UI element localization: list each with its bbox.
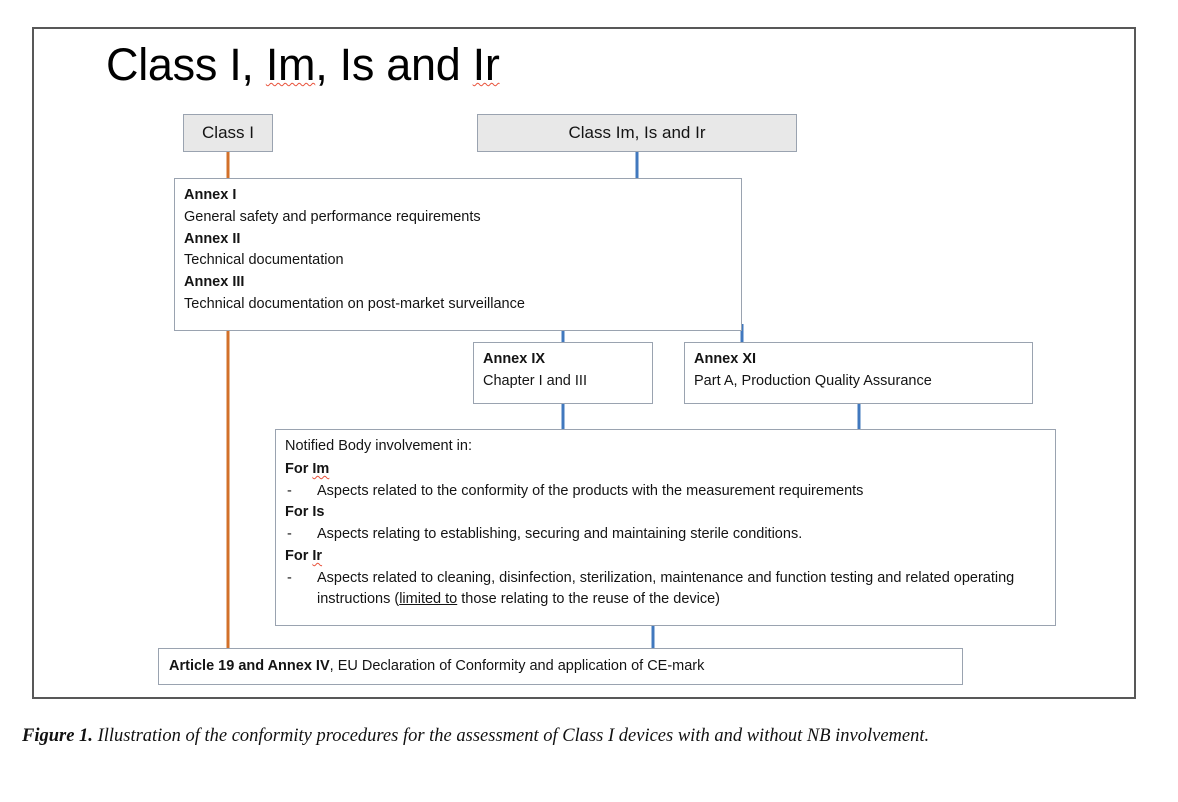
title-part-1: Class I, bbox=[106, 39, 266, 90]
nb-bullet-is-text: Aspects relating to establishing, securi… bbox=[317, 526, 803, 542]
article-19-bold: Article 19 and Annex IV bbox=[169, 658, 330, 674]
annex-ii-heading: Annex II bbox=[184, 230, 241, 247]
title-part-3: , Is and bbox=[315, 39, 473, 90]
node-notified-body-inner: Notified Body involvement in: For Im - A… bbox=[276, 430, 1055, 617]
article-19-rest: , EU Declaration of Conformity and appli… bbox=[329, 658, 705, 674]
diagram-title: Class I, Im, Is and Ir bbox=[106, 39, 500, 91]
nb-group-im-suffix: Im bbox=[312, 460, 330, 477]
annex-xi-heading: Annex XI bbox=[694, 351, 757, 367]
annex-i-text: General safety and performance requireme… bbox=[184, 208, 481, 225]
title-part-im: Im bbox=[265, 39, 316, 90]
nb-group-label-is: For Is bbox=[285, 502, 1046, 524]
nb-bullet-ir-marker: - bbox=[287, 569, 292, 586]
figure-caption: Figure 1. Illustration of the conformity… bbox=[22, 722, 1162, 751]
node-class-im-is-ir-label: Class Im, Is and Ir bbox=[568, 123, 706, 143]
node-annex-xi[interactable]: Annex XI Part A, Production Quality Assu… bbox=[684, 342, 1033, 404]
connector-canvas bbox=[226, 152, 861, 649]
figure-caption-label: Figure 1. bbox=[22, 726, 93, 746]
nb-bullet-ir: - Aspects related to cleaning, disinfect… bbox=[285, 568, 1046, 612]
nb-heading: Notified Body involvement in: bbox=[285, 438, 472, 454]
nb-bullet-im-text: Aspects related to the conformity of the… bbox=[317, 482, 864, 499]
nb-group-is-suffix: Is bbox=[312, 504, 325, 521]
annex-i-heading: Annex I bbox=[184, 187, 237, 203]
figure-frame: Class I, Im, Is and Ir Class I Class Im,… bbox=[32, 27, 1136, 699]
node-notified-body[interactable]: Notified Body involvement in: For Im - A… bbox=[275, 429, 1056, 626]
nb-group-ir-suffix: Ir bbox=[312, 547, 323, 564]
node-class-i[interactable]: Class I bbox=[183, 114, 273, 152]
annex-ix-heading: Annex IX bbox=[483, 351, 546, 367]
nb-group-is-prefix: For bbox=[285, 504, 313, 521]
node-class-im-is-ir-inner: Class Im, Is and Ir bbox=[478, 115, 796, 151]
node-article-19[interactable]: Article 19 and Annex IV, EU Declaration … bbox=[158, 648, 963, 685]
annex-iii-text: Technical documentation on post-market s… bbox=[184, 295, 525, 312]
node-annex-ix-inner: Annex IX Chapter I and III bbox=[474, 343, 652, 399]
node-class-i-inner: Class I bbox=[184, 115, 272, 151]
nb-bullet-im-marker: - bbox=[287, 482, 292, 499]
annex-iii-heading: Annex III bbox=[184, 274, 245, 290]
node-article-19-inner: Article 19 and Annex IV, EU Declaration … bbox=[159, 649, 962, 685]
node-class-i-label: Class I bbox=[202, 123, 254, 143]
nb-bullet-ir-text: Aspects related to cleaning, disinfectio… bbox=[317, 568, 1046, 612]
nb-bullet-is-marker: - bbox=[287, 526, 292, 542]
annex-xi-text: Part A, Production Quality Assurance bbox=[694, 372, 932, 389]
nb-bullet-ir-line2-c: those relating to the reuse of the devic… bbox=[457, 591, 721, 608]
nb-bullet-ir-line2-a: related operating instructions ( bbox=[317, 569, 1015, 608]
node-annex-block-inner: Annex I General safety and performance r… bbox=[175, 179, 741, 322]
node-annex-block[interactable]: Annex I General safety and performance r… bbox=[174, 178, 742, 331]
node-class-im-is-ir[interactable]: Class Im, Is and Ir bbox=[477, 114, 797, 152]
nb-bullet-ir-line2-b: limited to bbox=[399, 591, 458, 608]
nb-group-label-ir: For Ir bbox=[285, 546, 1046, 568]
annex-ii-text: Technical documentation bbox=[184, 252, 344, 269]
nb-bullet-im: - Aspects related to the conformity of t… bbox=[285, 481, 1046, 503]
node-annex-xi-inner: Annex XI Part A, Production Quality Assu… bbox=[685, 343, 1032, 399]
nb-bullet-ir-line1: Aspects related to cleaning, disinfectio… bbox=[317, 569, 902, 586]
nb-group-ir-prefix: For bbox=[285, 547, 313, 564]
figure-caption-text: Illustration of the conformity procedure… bbox=[92, 726, 930, 746]
nb-bullet-is: - Aspects relating to establishing, secu… bbox=[285, 524, 1046, 546]
title-part-ir: Ir bbox=[472, 39, 500, 90]
annex-ix-text: Chapter I and III bbox=[483, 372, 587, 389]
nb-group-label-im: For Im bbox=[285, 459, 1046, 481]
nb-bullet-ir-line2: related operating instructions (limited … bbox=[317, 570, 1014, 608]
node-annex-ix[interactable]: Annex IX Chapter I and III bbox=[473, 342, 653, 404]
nb-group-im-prefix: For bbox=[285, 460, 313, 477]
